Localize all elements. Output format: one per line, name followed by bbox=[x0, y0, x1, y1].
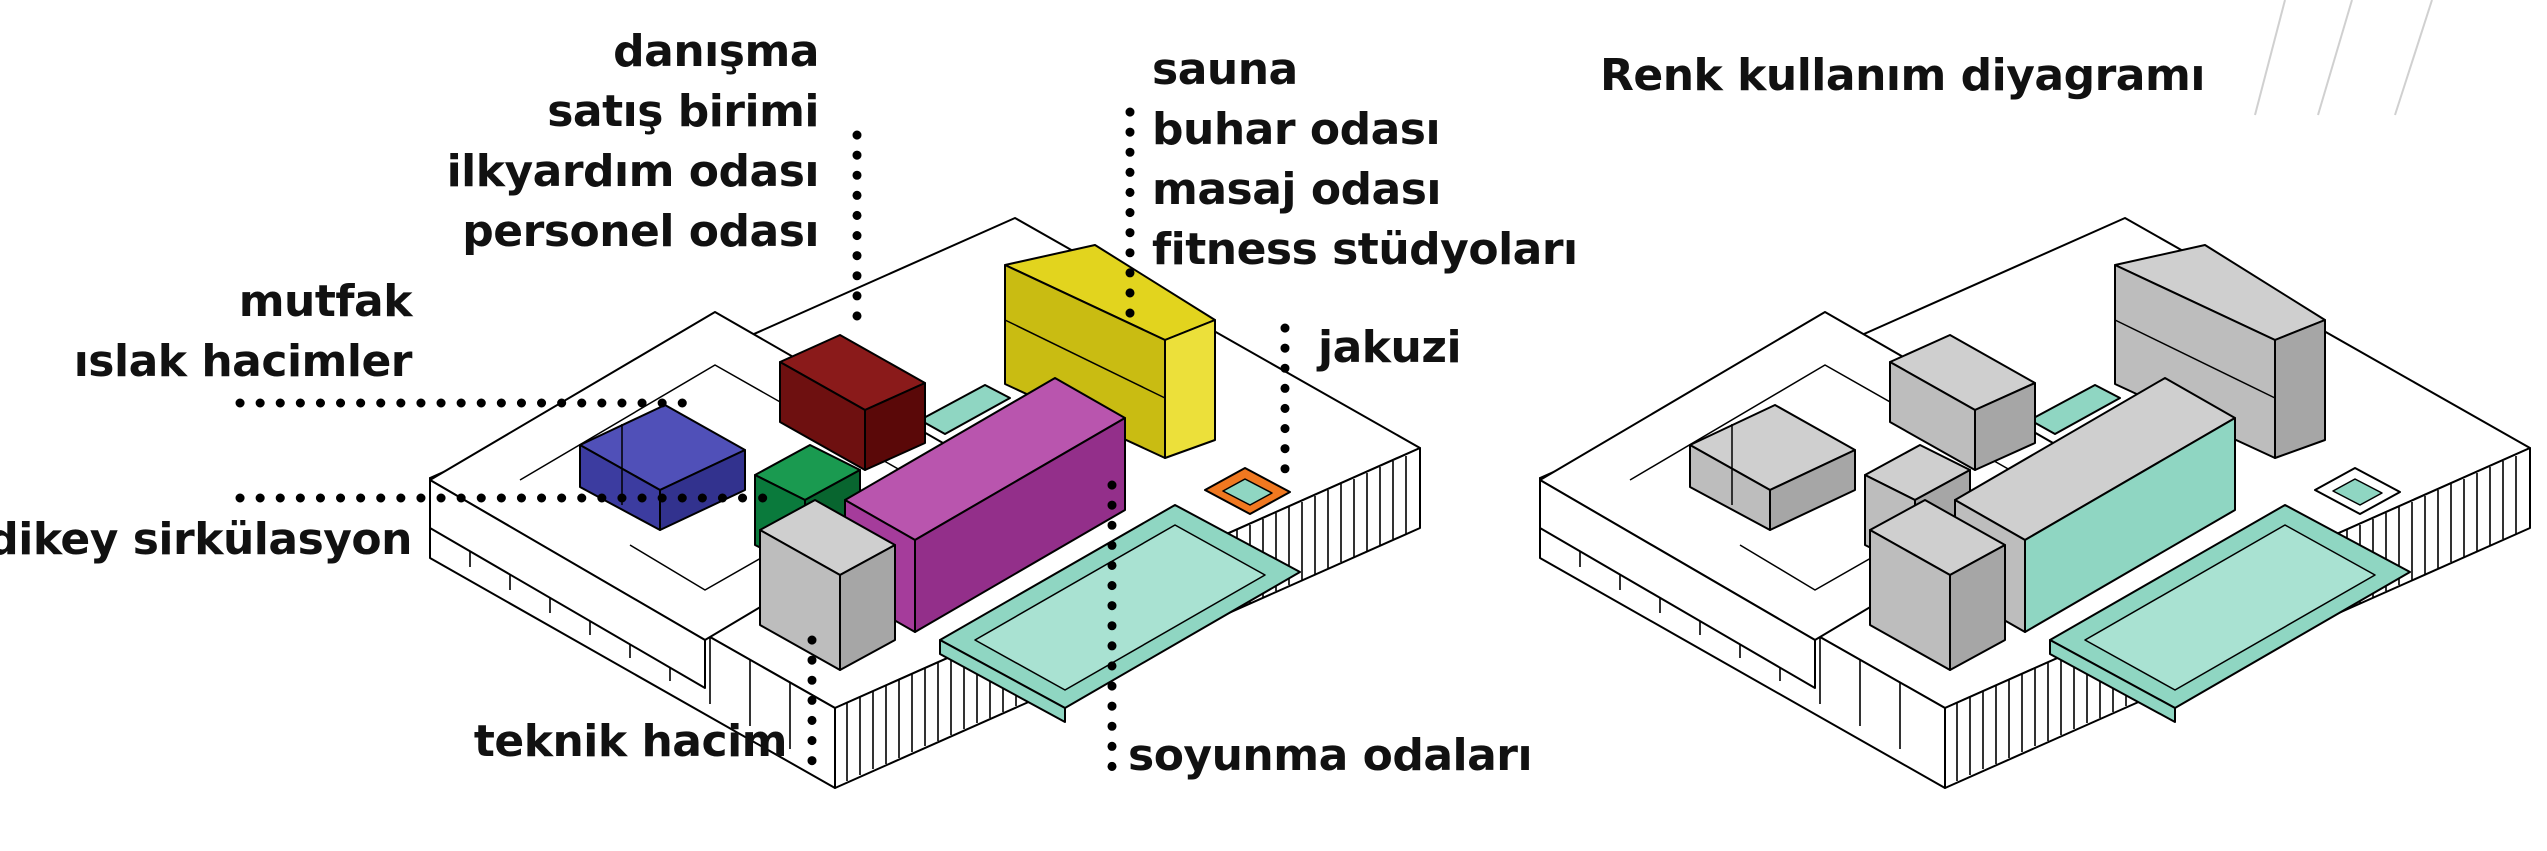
label-buhar: buhar odası bbox=[1152, 104, 1441, 155]
admin-block bbox=[779, 334, 926, 471]
kitchen-block bbox=[579, 404, 746, 531]
label-islak: ıslak hacimler bbox=[73, 336, 413, 387]
label-satis-birimi: satış birimi bbox=[547, 86, 819, 137]
diagram-title: Renk kullanım diyagramı bbox=[1600, 50, 2205, 101]
decorative-strokes bbox=[2254, 0, 2433, 116]
leader-lines bbox=[235, 107, 1290, 775]
label-teknik: teknik hacim bbox=[473, 716, 788, 767]
r-fitness-block bbox=[1954, 377, 2236, 633]
r-kitchen-block bbox=[1689, 404, 1856, 531]
right-building bbox=[1539, 217, 2531, 789]
r-pool-edge bbox=[2049, 639, 2176, 723]
r-spa-block bbox=[2114, 244, 2326, 459]
r-jacuzzi-water bbox=[2332, 478, 2383, 506]
label-masaj: masaj odası bbox=[1152, 164, 1442, 215]
spa-block bbox=[1004, 244, 1216, 459]
pool-edge bbox=[939, 639, 1066, 723]
label-mutfak: mutfak bbox=[238, 276, 413, 327]
r-technical-block bbox=[1869, 499, 2006, 671]
label-dikey: dikey sirkülasyon bbox=[0, 514, 412, 565]
pool-strip bbox=[919, 384, 1011, 435]
r-pool-inner bbox=[2084, 524, 2376, 691]
west-annex-front bbox=[429, 479, 706, 689]
left-building bbox=[235, 107, 1421, 789]
label-soyunma: soyunma odaları bbox=[1128, 730, 1533, 781]
label-ilkyardim: ilkyardım odası bbox=[446, 146, 820, 197]
r-admin-block bbox=[1889, 334, 2036, 471]
technical-block bbox=[759, 499, 896, 671]
label-danisma: danışma bbox=[613, 26, 819, 77]
label-fitness: fitness stüdyoları bbox=[1152, 224, 1578, 275]
label-sauna: sauna bbox=[1152, 44, 1298, 95]
label-jakuzi: jakuzi bbox=[1318, 322, 1462, 373]
label-personel: personel odası bbox=[462, 206, 819, 257]
r-west-annex-front bbox=[1539, 479, 1816, 689]
jacuzzi-water bbox=[1222, 478, 1273, 506]
r-pool-strip bbox=[2029, 384, 2121, 435]
